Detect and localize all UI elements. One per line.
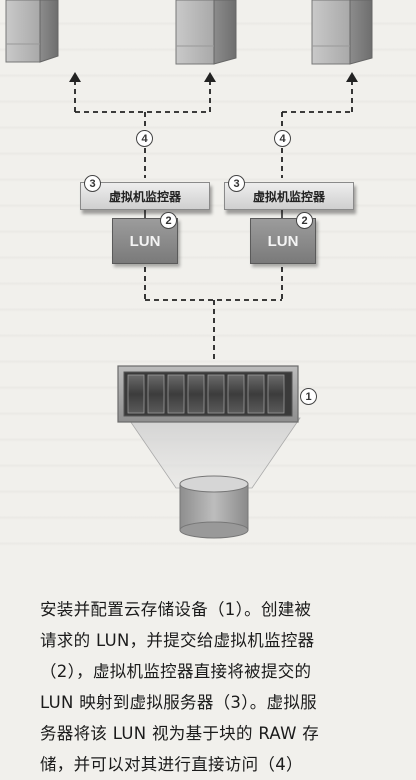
virtual-server-left xyxy=(5,0,59,63)
step-badge-2: 2 xyxy=(296,212,313,229)
lun-label: LUN xyxy=(267,232,299,250)
virtual-server-right xyxy=(311,0,373,65)
diagram-graphics xyxy=(5,0,373,539)
step-badge-4: 4 xyxy=(274,130,291,147)
cloud-storage-cylinder xyxy=(179,475,249,539)
caption-line-2: 请求的 LUN，并提交给虚拟机监控器 xyxy=(40,631,315,650)
hypervisor-box-left: 虚拟机监控器 xyxy=(80,182,210,210)
hypervisor-box-right: 虚拟机监控器 xyxy=(224,182,354,210)
cloud-storage-device xyxy=(117,365,299,423)
access-paths-dashed xyxy=(74,80,353,362)
caption-line-1: 安装并配置云存储设备（1）。创建被 xyxy=(40,600,312,619)
virtual-server-center xyxy=(175,0,237,65)
step-badge-1: 1 xyxy=(300,388,317,405)
step-badge-2: 2 xyxy=(160,212,177,229)
storage-disk-slots xyxy=(127,374,285,414)
step-badge-3: 3 xyxy=(228,175,245,192)
step-badge-3: 3 xyxy=(84,175,101,192)
hypervisor-label: 虚拟机监控器 xyxy=(252,189,325,204)
caption-line-5: 务器将该 LUN 视为基于块的 RAW 存 xyxy=(40,724,320,743)
step-badge-4: 4 xyxy=(136,130,153,147)
caption-line-3: （2），虚拟机监控器直接将被提交的 xyxy=(40,662,312,681)
caption-line-4: LUN 映射到虚拟服务器（3）。虚拟服 xyxy=(40,693,317,712)
raw-device-mapping-diagram: 虚拟机监控器 虚拟机监控器 LUN LUN 4 4 3 3 2 2 1 xyxy=(5,0,373,539)
lun-label: LUN xyxy=(129,232,161,250)
access-arrowheads xyxy=(69,72,358,82)
caption-line-6: 储，并可以对其进行直接访问（4） xyxy=(40,755,303,774)
figure-caption: 安装并配置云存储设备（1）。创建被 请求的 LUN，并提交给虚拟机监控器 （2）… xyxy=(40,594,400,780)
hypervisor-label: 虚拟机监控器 xyxy=(108,189,181,204)
